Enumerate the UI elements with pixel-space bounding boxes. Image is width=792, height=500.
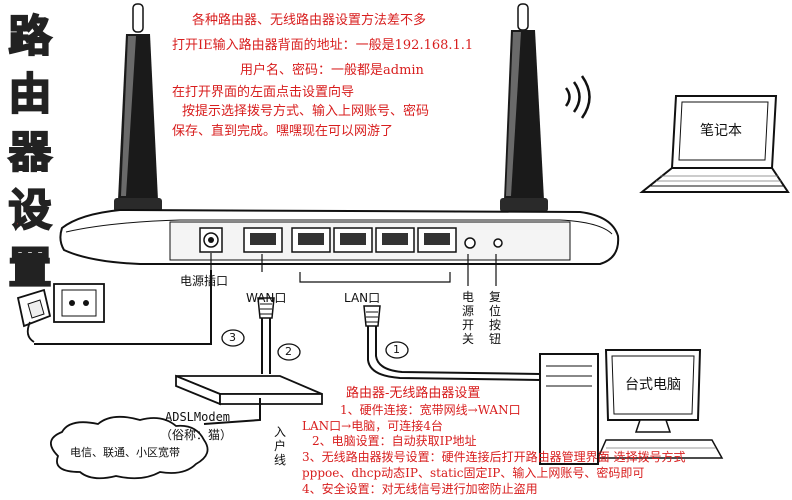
- intro-line-5: 按提示选择拨号方式、输入上网账号、密码: [182, 104, 430, 119]
- power-switch: [464, 237, 476, 249]
- power-jack: [199, 227, 223, 253]
- steps-title: 路由器-无线路由器设置: [346, 386, 481, 401]
- step-line-2: LAN口→电脑，可连接4台: [302, 419, 443, 433]
- step-marker-3: [221, 329, 245, 347]
- step-3-number: 3: [229, 331, 236, 344]
- intro-line-1: 各种路由器、无线路由器设置方法差不多: [192, 13, 427, 28]
- intro-line-6: 保存、直到完成。嘿嘿现在可以网游了: [172, 124, 394, 139]
- step-marker-1: [385, 341, 409, 359]
- desktop-computer-icon: [539, 349, 724, 465]
- power-switch-label: 电源开关: [462, 290, 475, 346]
- step-line-3: 2、电脑设置：自动获取IP地址: [312, 434, 477, 448]
- lan-sockets: [291, 227, 457, 253]
- step-line-5: pppoe、dhcp动态IP、static固定IP、输入上网账号、密码即可: [302, 466, 645, 480]
- modem-name-label: ADSLModem: [165, 410, 231, 424]
- desktop-label: 台式电脑: [625, 377, 681, 393]
- wan-port-label: WAN口: [246, 291, 287, 305]
- right-antenna: [500, 3, 548, 212]
- laptop-label: 笔记本: [700, 123, 742, 139]
- wan-plug-icon: [257, 297, 275, 319]
- intro-line-4: 在打开界面的左面点击设置向导: [172, 85, 355, 100]
- step-2-number: 2: [285, 345, 292, 358]
- intro-line-2: 打开IE输入路由器背面的地址：一般是192.168.1.1: [172, 38, 474, 53]
- power-adapter-icon: [16, 283, 105, 343]
- step-line-4: 3、无线路由器拨号设置：硬件连接后打开路由器管理界面 选择拨号方式: [302, 450, 686, 464]
- laptop-icon: [639, 95, 790, 193]
- cables: [34, 270, 541, 425]
- wifi-signal-icon: [564, 75, 591, 119]
- reset-button-label: 复位按钮: [489, 290, 502, 346]
- step-line-1: 1、硬件连接：宽带网线→WAN口: [340, 403, 521, 417]
- step-line-6: 4、安全设置：对无线信号进行加密防止盗用: [302, 482, 538, 496]
- incoming-line-label: 入户线: [274, 425, 287, 467]
- left-antenna: [114, 3, 162, 212]
- lan-plug-icon: [363, 305, 381, 327]
- step-1-number: 1: [393, 343, 400, 356]
- modem-alias-label: （俗称：猫）: [160, 428, 233, 442]
- power-port-label: 电源插口: [180, 274, 229, 288]
- step-marker-2: [277, 343, 301, 361]
- isp-cloud-label: 电信、联通、小区宽带: [70, 446, 180, 459]
- intro-line-3: 用户名、密码：一般都是admin: [240, 63, 424, 78]
- isp-cloud-icon: [50, 415, 209, 480]
- reset-button: [493, 238, 503, 248]
- lan-port-label: LAN口: [344, 291, 381, 305]
- side-title: 路由器设置: [8, 11, 53, 295]
- wan-socket: [243, 227, 283, 253]
- adsl-modem-icon: [175, 374, 323, 406]
- port-brackets: [210, 253, 497, 286]
